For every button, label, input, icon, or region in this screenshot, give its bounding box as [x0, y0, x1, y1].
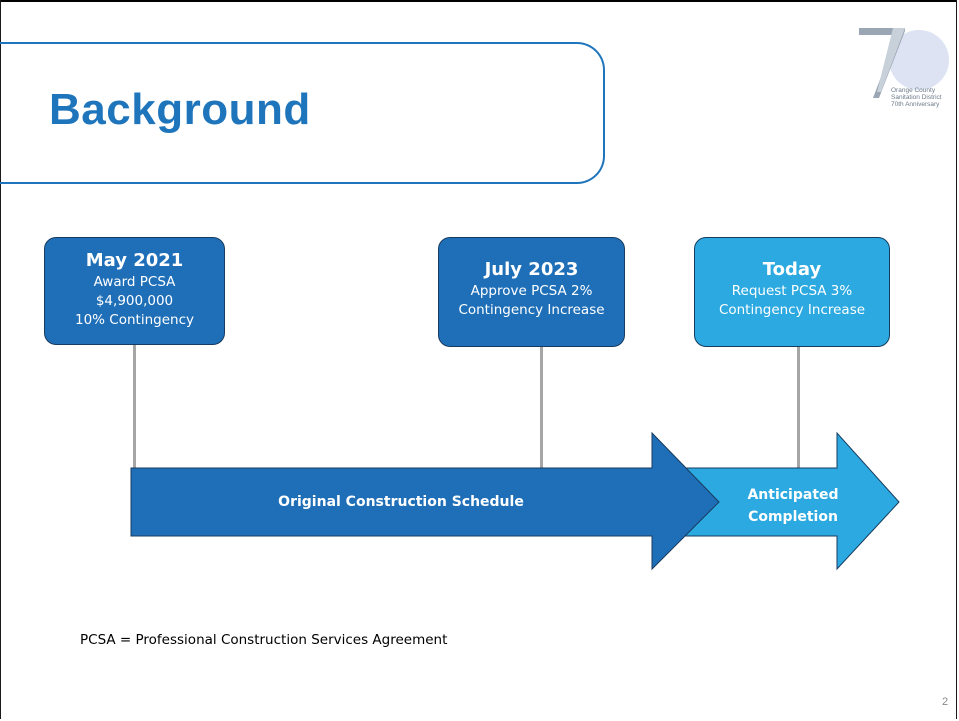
page-number: 2: [942, 696, 949, 708]
milestone-line: Request PCSA 3%: [731, 283, 853, 299]
anticipated-arrow: [684, 431, 900, 571]
logo-caption-line: Orange County: [891, 87, 936, 94]
logo-caption: Orange County Sanitation District 70th A…: [891, 87, 942, 108]
milestone-may-2021: May 2021 Award PCSA $4,900,000 10% Conti…: [44, 237, 225, 345]
milestone-line: Contingency Increase: [458, 302, 605, 318]
logo-caption-line: Sanitation District: [891, 94, 942, 101]
anticipated-completion-label: Anticipated Completion: [723, 484, 863, 528]
milestone-july-2023: July 2023 Approve PCSA 2% Contingency In…: [438, 237, 625, 347]
connector-line: [797, 347, 800, 468]
anticipated-line: Anticipated: [747, 487, 839, 503]
milestone-today: Today Request PCSA 3% Contingency Increa…: [694, 237, 890, 347]
logo-caption-line: 70th Anniversary: [891, 101, 940, 108]
milestone-date: July 2023: [484, 259, 579, 280]
original-schedule-label: Original Construction Schedule: [231, 494, 571, 510]
milestone-date: May 2021: [85, 250, 184, 271]
connector-line: [540, 347, 543, 468]
completion-line: Completion: [748, 509, 838, 525]
milestone-line: 10% Contingency: [75, 312, 194, 328]
milestone-line: Award PCSA: [93, 274, 176, 290]
milestone-date: Today: [762, 259, 822, 280]
original-schedule-arrow: [130, 431, 720, 571]
milestone-line: $4,900,000: [95, 293, 174, 309]
milestone-line: Approve PCSA 2%: [470, 283, 593, 299]
milestone-line: Contingency Increase: [718, 302, 866, 318]
title-frame: [0, 42, 605, 184]
slide-title: Background: [49, 85, 311, 134]
connector-line: [133, 345, 136, 468]
footnote: PCSA = Professional Construction Service…: [80, 632, 448, 648]
original-schedule-text: Original Construction Schedule: [278, 494, 524, 510]
anniversary-logo-icon: [859, 28, 949, 98]
